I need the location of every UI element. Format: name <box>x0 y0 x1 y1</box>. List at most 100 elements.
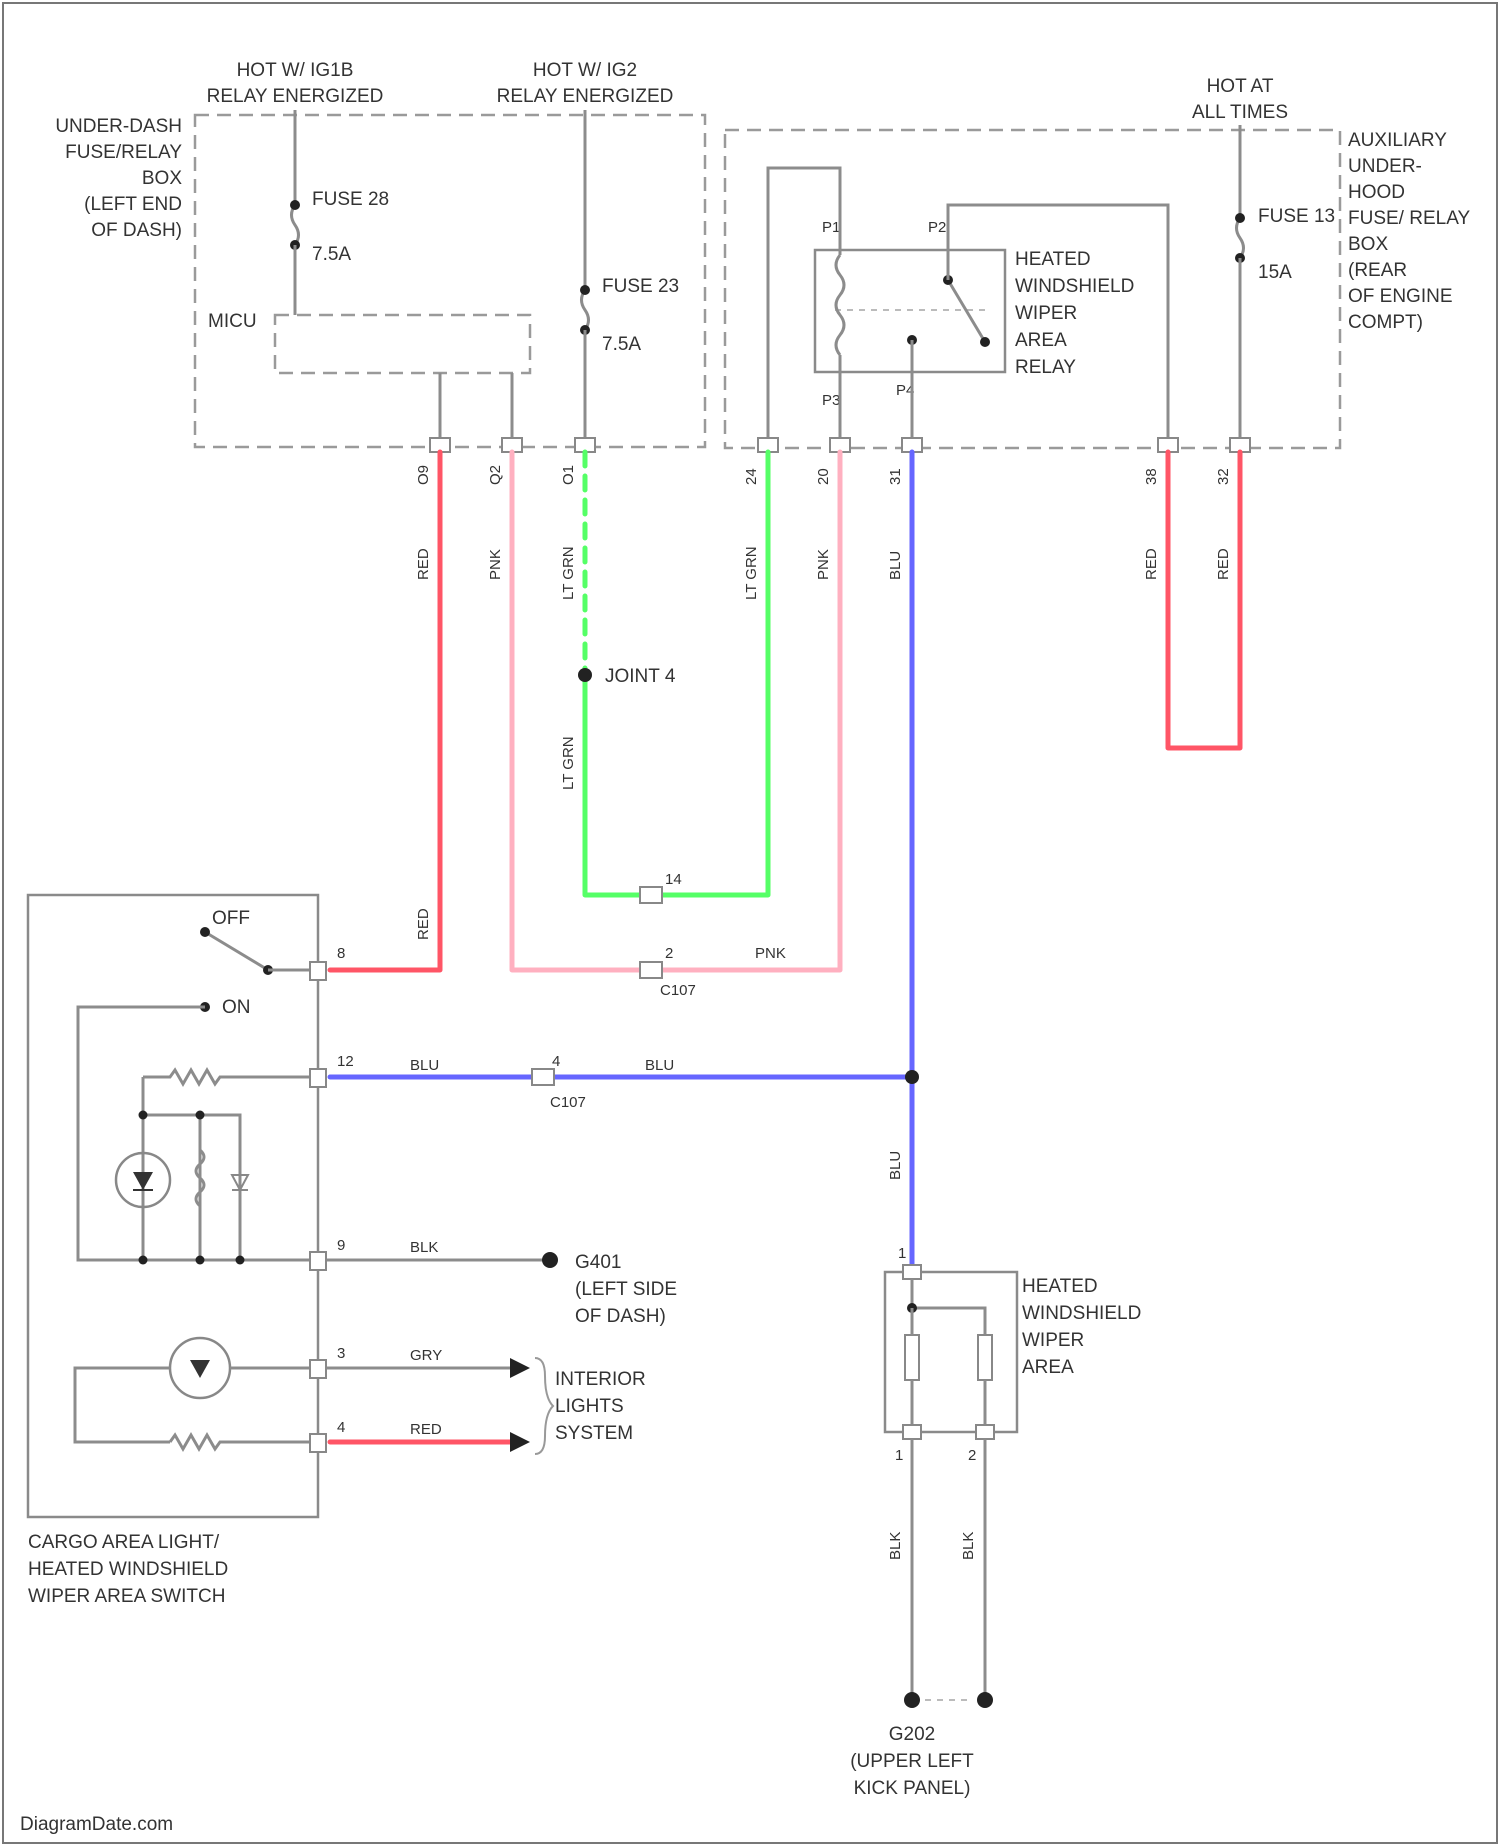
relay-label: HEATED WINDSHIELD WIPER AREA RELAY <box>1015 249 1134 378</box>
label-blu-3: BLU <box>645 1057 674 1074</box>
svg-text:WIPER AREA SWITCH: WIPER AREA SWITCH <box>28 1586 225 1607</box>
micu-label: MICU <box>208 311 257 332</box>
hot-ig1b-line1: HOT W/ IG1B <box>237 60 354 81</box>
svg-text:UNDER-: UNDER- <box>1348 156 1422 177</box>
svg-text:OF DASH): OF DASH) <box>91 220 182 241</box>
aux-box-label: AUXILIARY UNDER- HOOD FUSE/ RELAY BOX (R… <box>1348 130 1470 333</box>
label-red-2: RED <box>1143 548 1160 580</box>
label-blu-4: BLU <box>887 1151 904 1180</box>
svg-text:RELAY: RELAY <box>1015 357 1076 378</box>
cargo-light-heated-wiper-switch <box>28 895 318 1517</box>
svg-text:AREA: AREA <box>1022 1357 1074 1378</box>
svg-text:UNDER-DASH: UNDER-DASH <box>55 116 182 137</box>
g202-ground-icon-1 <box>904 1692 920 1708</box>
switch-pin-4: 4 <box>337 1419 345 1436</box>
svg-text:INTERIOR: INTERIOR <box>555 1369 646 1390</box>
g202-label: G202 (UPPER LEFT KICK PANEL) <box>850 1724 974 1799</box>
svg-text:(LEFT SIDE: (LEFT SIDE <box>575 1279 677 1300</box>
switch-resistor-2 <box>170 1435 318 1449</box>
wire-red-switch-feed <box>330 452 440 970</box>
label-gry: GRY <box>410 1347 442 1364</box>
svg-text:AREA: AREA <box>1015 330 1067 351</box>
hot-ig2-line1: HOT W/ IG2 <box>533 60 637 81</box>
relay-pin-p2: P2 <box>928 219 946 236</box>
svg-text:OF ENGINE: OF ENGINE <box>1348 286 1453 307</box>
switch-label: CARGO AREA LIGHT/ HEATED WINDSHIELD WIPE… <box>28 1532 228 1607</box>
pin-o1: O1 <box>560 465 577 485</box>
svg-text:AUXILIARY: AUXILIARY <box>1348 130 1447 151</box>
pin-38: 38 <box>1143 468 1160 485</box>
wire-pnk-loop <box>512 452 840 970</box>
hot-all-times-line2: ALL TIMES <box>1192 102 1288 123</box>
fuse-23-rating: 7.5A <box>602 334 641 355</box>
heater-grid-2 <box>978 1335 992 1380</box>
fuse-28-symbol <box>292 205 299 245</box>
switch-blade <box>205 932 268 970</box>
c107-pin-14-label: 14 <box>665 871 682 888</box>
fuse-13-label: FUSE 13 <box>1258 206 1335 227</box>
switch-pin-3: 3 <box>337 1345 345 1362</box>
fuse-23-label: FUSE 23 <box>602 276 679 297</box>
joint-4-dot <box>578 668 592 682</box>
svg-text:WINDSHIELD: WINDSHIELD <box>1015 276 1134 297</box>
label-lt-grn-1: LT GRN <box>560 546 577 600</box>
interior-brace <box>535 1358 553 1454</box>
hot-all-times-line1: HOT AT <box>1207 76 1274 97</box>
switch-on-label: ON <box>222 997 251 1018</box>
svg-text:FUSE/ RELAY: FUSE/ RELAY <box>1348 208 1470 229</box>
pin-32: 32 <box>1215 468 1232 485</box>
switch-pin-12: 12 <box>337 1053 354 1070</box>
svg-text:G202: G202 <box>889 1724 935 1745</box>
pin-o9: O9 <box>415 465 432 485</box>
fuse-28-rating: 7.5A <box>312 244 351 265</box>
interior-lights-label: INTERIOR LIGHTS SYSTEM <box>555 1369 646 1444</box>
svg-text:OF DASH): OF DASH) <box>575 1306 666 1327</box>
switch-resistor-1 <box>143 1070 318 1084</box>
svg-text:HOOD: HOOD <box>1348 182 1405 203</box>
svg-text:G401: G401 <box>575 1252 621 1273</box>
joint-4-label: JOINT 4 <box>605 666 676 687</box>
label-pnk-1: PNK <box>487 549 504 580</box>
svg-text:(LEFT END: (LEFT END <box>84 194 182 215</box>
svg-text:HEATED: HEATED <box>1015 249 1091 270</box>
c107-pin-4 <box>532 1069 554 1085</box>
heater-pin-in: 1 <box>898 1245 906 1262</box>
c107-pin-2 <box>640 962 662 978</box>
heater-pin-out-1: 1 <box>895 1447 903 1464</box>
hot-ig1b-line2: RELAY ENERGIZED <box>207 86 384 107</box>
label-red-5: RED <box>410 1421 442 1438</box>
label-lt-grn-2: LT GRN <box>560 736 577 790</box>
label-blu-2: BLU <box>410 1057 439 1074</box>
heater-grid-1 <box>905 1335 919 1380</box>
svg-text:(REAR: (REAR <box>1348 260 1407 281</box>
relay-coil <box>836 255 844 355</box>
svg-text:LIGHTS: LIGHTS <box>555 1396 624 1417</box>
fuse-13-symbol <box>1237 218 1244 258</box>
svg-text:WINDSHIELD: WINDSHIELD <box>1022 1303 1141 1324</box>
blu-splice-dot <box>905 1070 919 1084</box>
svg-text:CARGO AREA LIGHT/: CARGO AREA LIGHT/ <box>28 1532 220 1553</box>
svg-text:FUSE/RELAY: FUSE/RELAY <box>65 142 182 163</box>
c107-pin-14 <box>640 887 662 903</box>
fuse-23-symbol <box>582 290 589 330</box>
c107-label-a: C107 <box>660 982 696 999</box>
pin-31: 31 <box>887 468 904 485</box>
arrow-red <box>510 1432 530 1452</box>
switch-pin-9: 9 <box>337 1237 345 1254</box>
wire-red-loop <box>1168 452 1240 748</box>
relay-pin-p1: P1 <box>822 219 840 236</box>
label-blk-3: BLK <box>960 1532 977 1560</box>
label-red-1: RED <box>415 548 432 580</box>
label-blk-2: BLK <box>887 1532 904 1560</box>
heater-label: HEATED WINDSHIELD WIPER AREA <box>1022 1276 1141 1378</box>
svg-text:WIPER: WIPER <box>1015 303 1077 324</box>
hot-ig2-line2: RELAY ENERGIZED <box>497 86 674 107</box>
g202-ground-icon-2 <box>977 1692 993 1708</box>
c107-pin-2-label: 2 <box>665 945 673 962</box>
fuse-28-label: FUSE 28 <box>312 189 389 210</box>
svg-text:HEATED: HEATED <box>1022 1276 1098 1297</box>
pin-24: 24 <box>743 468 760 485</box>
g401-label: G401 (LEFT SIDE OF DASH) <box>575 1252 677 1327</box>
label-pnk-3: PNK <box>755 945 786 962</box>
